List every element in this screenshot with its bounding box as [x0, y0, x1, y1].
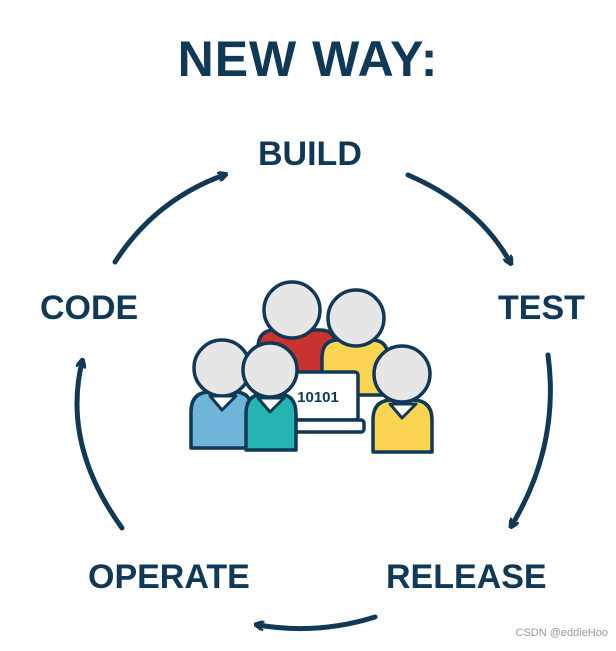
- collar-yellow-front: [388, 402, 418, 420]
- person-teal-head: [241, 341, 299, 399]
- team-illustration: 10101: [189, 280, 434, 454]
- diagram-title: NEW WAY:: [177, 31, 439, 87]
- laptop-code-text: 10101: [297, 389, 339, 406]
- watermark: CSDN @eddieHoo: [515, 627, 609, 639]
- collar-blue: [208, 394, 238, 412]
- stage-label-test: TEST: [498, 289, 585, 327]
- arrow-test-to-release: [512, 352, 553, 525]
- person-red-head: [262, 280, 322, 340]
- person-yellow-front-head: [372, 344, 432, 404]
- arrow-code-to-build: [112, 175, 224, 265]
- arrow-operate-to-code: [74, 362, 125, 531]
- arrow-release-to-operate: [258, 614, 378, 632]
- stage-label-build: BUILD: [258, 135, 362, 173]
- person-yellow-back-head: [326, 288, 386, 348]
- arrow-build-to-test: [405, 172, 510, 262]
- stage-label-operate: OPERATE: [88, 558, 250, 596]
- stage-label-code: CODE: [40, 289, 139, 327]
- stage-label-release: RELEASE: [386, 558, 547, 596]
- collar-teal: [256, 396, 286, 414]
